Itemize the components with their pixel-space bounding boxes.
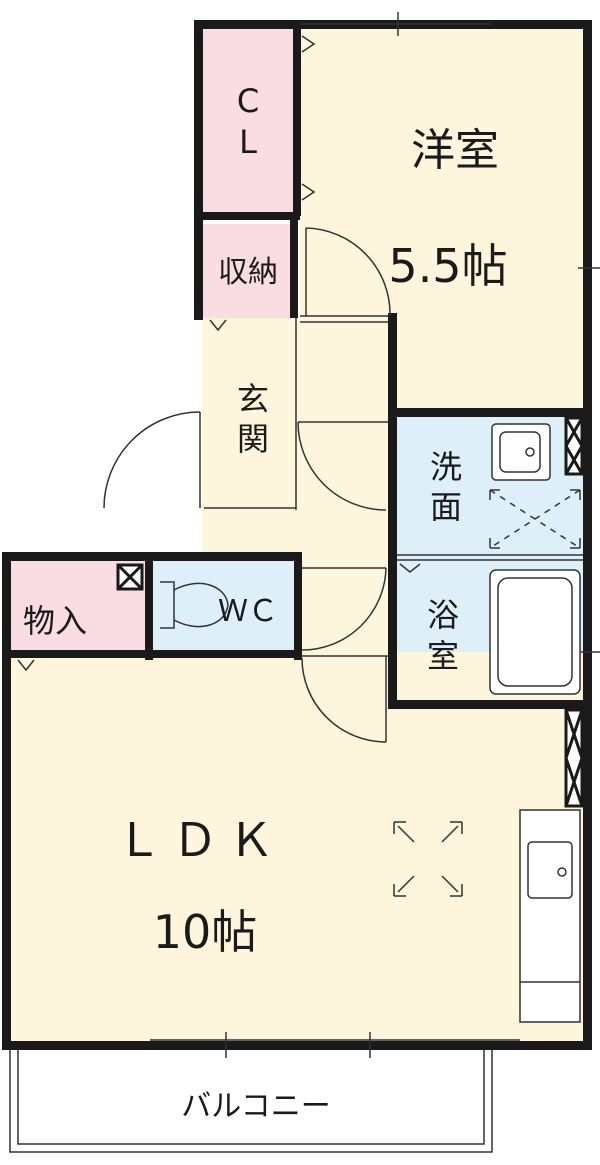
hall-fill-lower <box>202 508 302 560</box>
washroom-fill <box>396 413 585 558</box>
window-marks <box>225 12 600 1058</box>
western-room-size: 5.5帖 <box>388 239 507 293</box>
washroom-label-line1: 洗 <box>430 448 462 486</box>
bathroom-label-line2: 室 <box>427 637 459 675</box>
balcony-label: バルコニー <box>181 1089 330 1124</box>
balcony-outline <box>9 1050 493 1153</box>
bathtub-icon <box>489 569 581 695</box>
ldk-fill <box>10 652 585 1042</box>
storage-label: 収納 <box>218 255 278 290</box>
wc-fill <box>152 560 296 652</box>
wc-label: ＷＣ <box>218 594 278 629</box>
closet-fill <box>202 28 300 216</box>
washroom-label-line2: 面 <box>430 488 462 526</box>
ldk-label: ＬＤＫ <box>116 813 284 867</box>
doors <box>103 227 391 743</box>
kitchen-sink-icon <box>519 809 581 1023</box>
entrance-label-line2: 関 <box>237 420 269 458</box>
ldk-size: 10帖 <box>153 905 258 959</box>
ldk-vent-icon <box>564 708 584 808</box>
entrance-fill <box>202 318 296 508</box>
pantry-label: 物入 <box>23 602 87 640</box>
hall-fill <box>296 318 396 658</box>
closet-label-line1: C <box>237 82 259 120</box>
vent-icon <box>564 416 584 476</box>
ceiling-mark-icon <box>393 821 463 897</box>
entrance-label-line1: 玄 <box>237 380 269 418</box>
closet-door-marks <box>17 35 421 672</box>
pantry-vent-icon <box>116 563 144 591</box>
washing-machine-icon <box>489 489 581 549</box>
thin-lines <box>150 23 583 1041</box>
western-room-label: 洋室 <box>411 125 499 176</box>
washbasin-icon <box>491 423 551 481</box>
bathroom-label-line1: 浴 <box>427 596 459 634</box>
storage-fill <box>202 224 296 318</box>
toilet-icon <box>160 581 229 629</box>
closet-label-line2: L <box>239 123 257 161</box>
